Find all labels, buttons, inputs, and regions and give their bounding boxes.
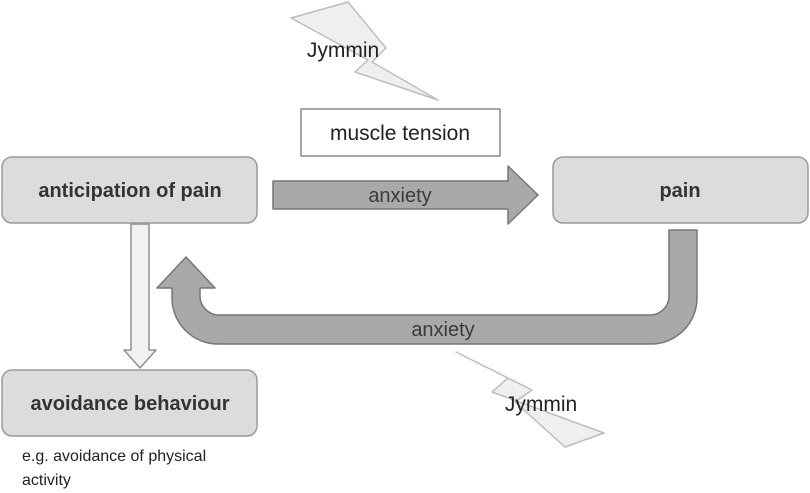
- muscle-tension-box: [300, 108, 501, 157]
- node-anticipation-of-pain: [1, 156, 258, 224]
- muscle-tension-label: muscle tension: [330, 122, 470, 145]
- avoidance-note-line1: e.g. avoidance of physical: [22, 448, 206, 465]
- feedback-arrow: [156, 229, 698, 345]
- forward-arrow: [272, 165, 539, 225]
- jymmin-top-label: Jymmin: [307, 39, 379, 62]
- avoidance-note-line2: activity: [22, 472, 71, 489]
- jymmin-bottom-label: Jymmin: [505, 393, 577, 416]
- node-pain-label: pain: [659, 180, 700, 202]
- node-avoidance-behaviour: [1, 369, 258, 437]
- node-anticipation-label: anticipation of pain: [38, 180, 221, 202]
- forward-arrow-label: anxiety: [368, 185, 431, 207]
- node-pain: [552, 156, 809, 224]
- lightning-bolt-icon-top: [290, 1, 439, 101]
- arrow-to-avoidance: [123, 223, 157, 369]
- feedback-arrow-label: anxiety: [411, 319, 474, 341]
- node-avoidance-label: avoidance behaviour: [31, 393, 230, 415]
- lightning-bolt-icon-bottom: [455, 351, 605, 448]
